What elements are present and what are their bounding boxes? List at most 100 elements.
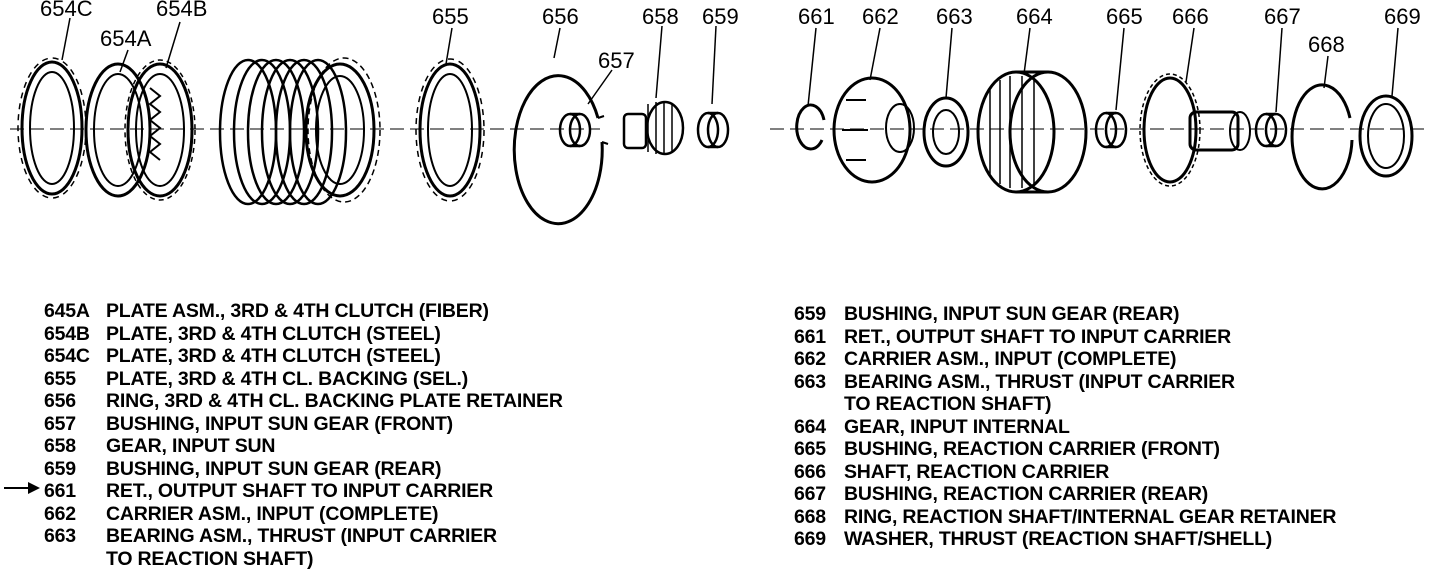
clutch-pack-stack xyxy=(220,58,380,204)
callout-656: 656 xyxy=(542,4,579,29)
legend-number: 663 xyxy=(44,525,76,548)
callout-658: 658 xyxy=(642,4,679,29)
legend-description: GEAR, INPUT INTERNAL xyxy=(844,416,1070,439)
legend-row: 662 CARRIER ASM., INPUT (COMPLETE) xyxy=(44,503,664,526)
part-654A-fiber-plate xyxy=(86,64,150,196)
legend-description: PLATE ASM., 3RD & 4TH CLUTCH (FIBER) xyxy=(106,300,489,323)
legend-number: 662 xyxy=(44,503,76,526)
part-669-thrust-washer xyxy=(1360,96,1412,176)
legend-description: BEARING ASM., THRUST (INPUT CARRIER xyxy=(844,371,1235,394)
parts-legend-left: 645A PLATE ASM., 3RD & 4TH CLUTCH (FIBER… xyxy=(44,300,664,570)
legend-row: 666 SHAFT, REACTION CARRIER xyxy=(794,461,1434,484)
callout-659: 659 xyxy=(702,4,739,29)
legend-row: 659 BUSHING, INPUT SUN GEAR (REAR) xyxy=(794,303,1434,326)
legend-row: 661 RET., OUTPUT SHAFT TO INPUT CARRIER xyxy=(794,326,1434,349)
callout-666: 666 xyxy=(1172,4,1209,29)
legend-row-continuation: TO REACTION SHAFT) xyxy=(44,548,664,570)
legend-row: 661 RET., OUTPUT SHAFT TO INPUT CARRIER xyxy=(44,480,664,503)
legend-number: 663 xyxy=(794,371,826,394)
legend-row: 664 GEAR, INPUT INTERNAL xyxy=(794,416,1434,439)
callout-654A: 654A xyxy=(100,26,152,51)
legend-description: BUSHING, INPUT SUN GEAR (REAR) xyxy=(844,303,1179,326)
legend-row: 665 BUSHING, REACTION CARRIER (FRONT) xyxy=(794,438,1434,461)
callout-661: 661 xyxy=(798,4,835,29)
parts-legend-right: 659 BUSHING, INPUT SUN GEAR (REAR) 661 R… xyxy=(794,303,1434,551)
legend-description: RING, 3RD & 4TH CL. BACKING PLATE RETAIN… xyxy=(106,390,563,413)
legend-row: 656 RING, 3RD & 4TH CL. BACKING PLATE RE… xyxy=(44,390,664,413)
legend-description: BUSHING, REACTION CARRIER (REAR) xyxy=(844,483,1208,506)
legend-row-continuation: TO REACTION SHAFT) xyxy=(794,393,1434,416)
legend-number: 654C xyxy=(44,345,90,368)
part-657-bushing xyxy=(560,114,590,146)
exploded-parts-diagram: 654C 654B 654A 655 656 657 658 659 661 6… xyxy=(0,0,1440,230)
legend-row: 657 BUSHING, INPUT SUN GEAR (FRONT) xyxy=(44,413,664,436)
legend-row: 658 GEAR, INPUT SUN xyxy=(44,435,664,458)
pointer-arrow-icon xyxy=(2,478,42,498)
legend-number: 659 xyxy=(44,458,76,481)
legend-description: RET., OUTPUT SHAFT TO INPUT CARRIER xyxy=(844,326,1231,349)
legend-row: 654B PLATE, 3RD & 4TH CLUTCH (STEEL) xyxy=(44,323,664,346)
legend-number: 662 xyxy=(794,348,826,371)
callout-665: 665 xyxy=(1106,4,1143,29)
legend-number: 655 xyxy=(44,368,76,391)
legend-number: 661 xyxy=(794,326,826,349)
legend-description: BUSHING, INPUT SUN GEAR (FRONT) xyxy=(106,413,453,436)
part-665-bushing xyxy=(1096,113,1126,147)
callout-654C: 654C xyxy=(40,0,93,21)
legend-row: 662 CARRIER ASM., INPUT (COMPLETE) xyxy=(794,348,1434,371)
legend-description: TO REACTION SHAFT) xyxy=(844,393,1051,416)
legend-row: 663 BEARING ASM., THRUST (INPUT CARRIER xyxy=(794,371,1434,394)
legend-description: SHAFT, REACTION CARRIER xyxy=(844,461,1109,484)
legend-number: 656 xyxy=(44,390,76,413)
legend-row: 645A PLATE ASM., 3RD & 4TH CLUTCH (FIBER… xyxy=(44,300,664,323)
part-656-retainer-ring xyxy=(514,76,608,224)
part-663-thrust-bearing xyxy=(924,98,968,166)
legend-number: 661 xyxy=(44,480,76,503)
legend-description: BUSHING, INPUT SUN GEAR (REAR) xyxy=(106,458,441,481)
legend-description: BEARING ASM., THRUST (INPUT CARRIER xyxy=(106,525,497,548)
legend-description: TO REACTION SHAFT) xyxy=(106,548,313,570)
part-667-bushing xyxy=(1256,114,1286,146)
legend-description: GEAR, INPUT SUN xyxy=(106,435,275,458)
legend-description: PLATE, 3RD & 4TH CLUTCH (STEEL) xyxy=(106,323,441,346)
part-654B-steel-plate xyxy=(125,60,195,200)
legend-description: RET., OUTPUT SHAFT TO INPUT CARRIER xyxy=(106,480,493,503)
legend-number: 657 xyxy=(44,413,76,436)
legend-description: RING, REACTION SHAFT/INTERNAL GEAR RETAI… xyxy=(844,506,1336,529)
callout-664: 664 xyxy=(1016,4,1053,29)
leader-lines xyxy=(62,18,1398,112)
legend-number: 669 xyxy=(794,528,826,551)
part-666-reaction-carrier-shaft xyxy=(1140,74,1250,186)
legend-description: PLATE, 3RD & 4TH CL. BACKING (SEL.) xyxy=(106,368,468,391)
callout-655: 655 xyxy=(432,4,469,29)
legend-row: 659 BUSHING, INPUT SUN GEAR (REAR) xyxy=(44,458,664,481)
callout-662: 662 xyxy=(862,4,899,29)
callout-667: 667 xyxy=(1264,4,1301,29)
part-664-internal-gear xyxy=(978,72,1086,192)
legend-number: 664 xyxy=(794,416,826,439)
part-662-input-carrier xyxy=(834,78,914,182)
legend-number: 668 xyxy=(794,506,826,529)
legend-row: 663 BEARING ASM., THRUST (INPUT CARRIER xyxy=(44,525,664,548)
part-655-backing-plate xyxy=(416,59,484,201)
legend-description: CARRIER ASM., INPUT (COMPLETE) xyxy=(844,348,1176,371)
legend-number: 645A xyxy=(44,300,90,323)
legend-row: 654C PLATE, 3RD & 4TH CLUTCH (STEEL) xyxy=(44,345,664,368)
callout-labels: 654C 654B 654A 655 656 657 658 659 661 6… xyxy=(40,0,1421,73)
callout-668: 668 xyxy=(1308,32,1345,57)
part-668-retaining-ring xyxy=(1292,85,1352,189)
legend-number: 666 xyxy=(794,461,826,484)
legend-row: 668 RING, REACTION SHAFT/INTERNAL GEAR R… xyxy=(794,506,1434,529)
callout-654B: 654B xyxy=(156,0,207,21)
legend-number: 658 xyxy=(44,435,76,458)
legend-description: PLATE, 3RD & 4TH CLUTCH (STEEL) xyxy=(106,345,441,368)
legend-number: 654B xyxy=(44,323,90,346)
callout-657: 657 xyxy=(598,48,635,73)
callout-663: 663 xyxy=(936,4,973,29)
legend-row: 669 WASHER, THRUST (REACTION SHAFT/SHELL… xyxy=(794,528,1434,551)
legend-row: 667 BUSHING, REACTION CARRIER (REAR) xyxy=(794,483,1434,506)
legend-number: 665 xyxy=(794,438,826,461)
part-661-retainer xyxy=(797,105,824,149)
part-658-input-sun-gear xyxy=(624,102,683,154)
legend-description: BUSHING, REACTION CARRIER (FRONT) xyxy=(844,438,1220,461)
